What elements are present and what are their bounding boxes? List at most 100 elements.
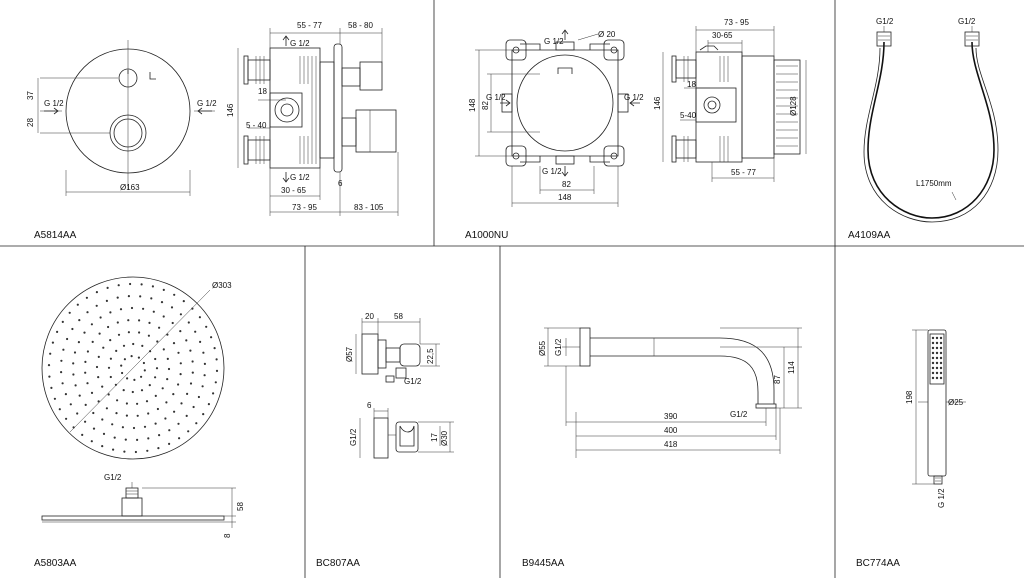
- nozzle-dot: [147, 412, 150, 415]
- nozzle-dot: [158, 326, 161, 329]
- hand-shower-nozzle: [931, 371, 935, 375]
- bc807-d20: 20: [365, 312, 374, 321]
- a5814aa-side-view: [237, 28, 399, 216]
- nozzle-dot: [92, 427, 96, 430]
- nozzle-dot: [143, 425, 147, 428]
- nozzle-dot: [62, 348, 65, 351]
- nozzle-dot: [137, 356, 140, 359]
- hand-shower-nozzle: [931, 346, 935, 350]
- hand-shower-nozzle: [931, 376, 935, 380]
- a4109aa-hose: [863, 26, 999, 223]
- dim-146: 146: [226, 103, 235, 117]
- nozzle-dot: [187, 321, 190, 324]
- product-code-a1000nu: A1000NU: [465, 230, 508, 241]
- nozzle-dot: [192, 405, 195, 409]
- nozzle-dot: [140, 375, 143, 378]
- nozzle-dot: [116, 321, 119, 324]
- nozzle-dot: [150, 297, 153, 300]
- nozzle-dot: [125, 402, 128, 405]
- nozzle-dot: [136, 402, 139, 405]
- nozzle-dot: [172, 342, 176, 345]
- nozzle-dot: [105, 299, 108, 302]
- nozzle-dot: [212, 392, 215, 395]
- nozzle-dot: [156, 407, 159, 411]
- bc774-g12: G 1/2: [937, 488, 946, 508]
- a1000-d5-40: 5-40: [680, 111, 697, 120]
- hand-shower-nozzle: [931, 336, 935, 340]
- hand-shower-nozzle: [935, 341, 939, 345]
- nozzle-dot: [127, 295, 130, 298]
- nozzle-dot: [164, 417, 167, 420]
- nozzle-dot: [47, 364, 51, 367]
- bc807-d30: Ø30: [440, 430, 449, 446]
- dim-5-40: 5 - 40: [246, 121, 267, 130]
- a1000-d148-horizontal: 148: [558, 193, 572, 202]
- nozzle-dot: [95, 304, 98, 307]
- nozzle-dot: [107, 393, 110, 396]
- nozzle-dot: [78, 319, 81, 322]
- bc807-d6: 6: [367, 401, 372, 410]
- nozzle-dot: [90, 391, 94, 394]
- nozzle-dot: [134, 450, 137, 454]
- product-code-bc774aa: BC774AA: [856, 558, 900, 569]
- nozzle-dot: [158, 434, 161, 437]
- nozzle-dot: [58, 408, 61, 411]
- a1000-d20: Ø 20: [598, 30, 616, 39]
- nozzle-dot: [154, 422, 157, 425]
- nozzle-dot: [129, 282, 132, 286]
- b9445-g12: G1/2: [554, 338, 563, 356]
- nozzle-dot: [122, 344, 126, 347]
- hand-shower-nozzle: [939, 361, 943, 365]
- nozzle-dot: [179, 313, 182, 316]
- nozzle-dot: [168, 442, 171, 445]
- nozzle-dot: [173, 293, 176, 296]
- nozzle-dot: [179, 362, 182, 365]
- nozzle-dot: [189, 349, 192, 352]
- nozzle-dot: [102, 432, 106, 435]
- a1000nu-side-view: [662, 26, 807, 182]
- product-code-b9445aa: B9445AA: [522, 558, 565, 569]
- nozzle-dot: [97, 400, 100, 403]
- bc774-d25: Ø25: [948, 398, 964, 407]
- nozzle-dot: [84, 360, 87, 363]
- hand-shower-nozzle: [939, 376, 943, 380]
- nozzle-dot: [180, 402, 183, 405]
- nozzle-dot: [115, 412, 118, 415]
- nozzle-dot: [177, 383, 180, 386]
- nozzle-dot: [194, 330, 197, 333]
- nozzle-dot: [76, 303, 79, 306]
- nozzle-dots: [47, 282, 219, 454]
- nozzle-dot: [167, 367, 171, 371]
- bc807-d58: 58: [394, 312, 403, 321]
- hand-shower-nozzles: [931, 336, 943, 380]
- nozzle-dot: [141, 344, 144, 347]
- nozzle-dot: [101, 418, 104, 421]
- hand-shower-nozzle: [939, 351, 943, 355]
- nozzle-dot: [71, 327, 74, 331]
- nozzle-dot: [148, 384, 151, 387]
- a5803aa-shower-head: [41, 276, 236, 528]
- nozzle-dot: [138, 331, 141, 334]
- nozzle-dot: [147, 334, 150, 337]
- nozzle-dot: [130, 355, 133, 358]
- nozzle-dot: [205, 325, 208, 328]
- hand-shower-nozzle: [935, 346, 939, 350]
- nozzle-dot: [56, 330, 59, 333]
- nozzle-dot: [84, 371, 87, 374]
- nozzle-dot: [74, 384, 77, 387]
- nozzle-dot: [84, 420, 87, 423]
- a1000-d82-vertical: 82: [481, 101, 490, 110]
- nozzle-dot: [213, 347, 216, 350]
- a1000-g12-bottom: G 1/2: [542, 167, 562, 176]
- hand-shower-nozzle: [935, 366, 939, 370]
- nozzle-dot: [203, 374, 206, 377]
- hand-shower-nozzle: [931, 356, 935, 360]
- nozzle-dot: [69, 403, 72, 406]
- nozzle-dot: [146, 449, 149, 452]
- dim-83-105: 83 - 105: [354, 203, 384, 212]
- product-code-a4109aa: A4109AA: [848, 230, 891, 241]
- nozzle-dot: [86, 311, 89, 314]
- nozzle-dot: [107, 366, 111, 369]
